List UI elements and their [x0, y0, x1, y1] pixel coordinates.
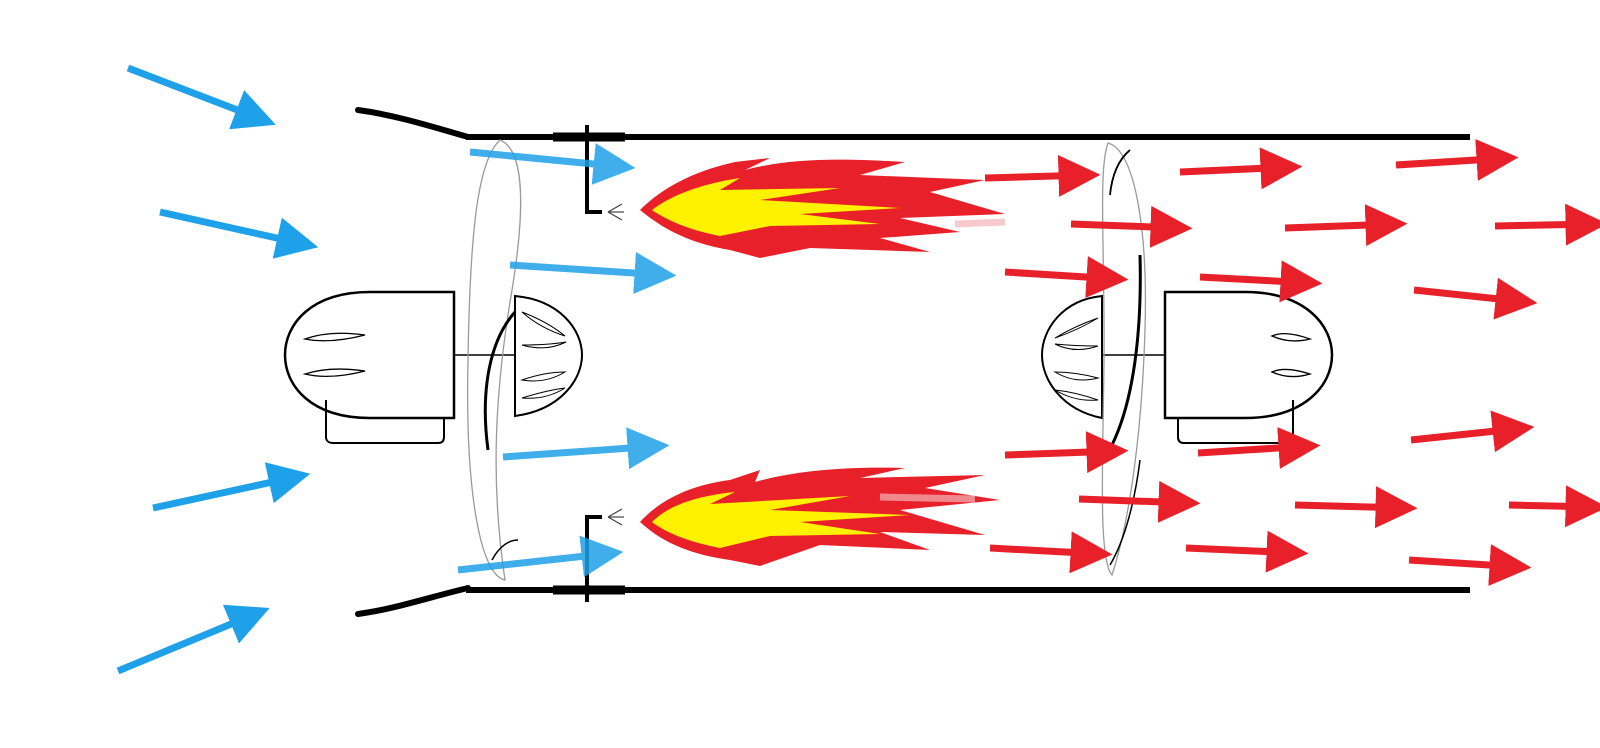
intake-arrow — [152, 462, 311, 512]
inlet-fan-outline-icon — [466, 139, 522, 581]
inlet-fan-blade-edge — [483, 311, 517, 451]
exhaust-arrow-faded — [954, 218, 1006, 228]
spray-top-icon — [607, 203, 624, 221]
exhaust-arrow — [1070, 205, 1193, 248]
exhaust-arrow — [1408, 544, 1532, 586]
front-spinner — [514, 294, 584, 418]
duct-wall-group — [466, 125, 1470, 602]
exhaust-arrow — [1508, 485, 1600, 528]
exhaust-arrow — [1197, 427, 1321, 469]
exhaust-arrow — [1078, 480, 1201, 523]
rear-pod-body — [1163, 290, 1334, 420]
intake-arrow — [509, 252, 677, 294]
combustion-flames — [640, 158, 1005, 566]
intake-arrow — [116, 604, 270, 675]
exhaust-arrow-faded — [879, 493, 976, 503]
exhaust-arrow — [1294, 486, 1418, 529]
exhaust-arrow — [1179, 147, 1303, 190]
exhaust-flow — [879, 139, 1600, 586]
flame-bottom-icon — [640, 467, 1000, 566]
exhaust-fan-blade-upper — [1109, 149, 1131, 196]
inlet-fan — [466, 139, 522, 581]
exhaust-arrow — [1284, 204, 1408, 247]
rear-motor-pod — [1040, 290, 1334, 444]
intake-lip-bottom — [355, 585, 471, 617]
exhaust-fan-blade-lower — [1109, 459, 1141, 566]
flame-top-icon — [640, 158, 1005, 258]
intake-arrow — [469, 143, 636, 185]
fuel-injectors — [585, 148, 624, 578]
exhaust-arrow — [1004, 256, 1129, 299]
exhaust-arrow — [1494, 203, 1600, 246]
intake-airflow — [116, 64, 677, 675]
exhaust-fan-outline-icon — [1101, 142, 1147, 577]
intake-arrow — [126, 64, 276, 130]
exhaust-arrow — [1185, 530, 1309, 573]
front-pod-mount — [325, 400, 445, 444]
front-spinner-vents-icon — [520, 311, 567, 399]
exhaust-arrow — [989, 531, 1113, 574]
front-pod-vent-lower-icon — [302, 368, 366, 378]
intake-lip-top — [355, 107, 471, 140]
exhaust-arrow — [984, 154, 1101, 197]
rear-spinner-vents-icon — [1053, 317, 1100, 401]
exhaust-arrow — [1413, 277, 1538, 320]
inlet-fan-lower-blade — [491, 539, 519, 561]
front-pod-body — [283, 290, 456, 420]
intake-lip-group — [355, 107, 471, 617]
front-motor-pod — [283, 290, 584, 444]
rear-pod-vent-lower-icon — [1270, 368, 1313, 378]
rear-pod-vent-upper-icon — [1270, 332, 1313, 342]
front-pod-vent-upper-icon — [302, 332, 366, 342]
injector-bottom — [585, 515, 602, 578]
intake-arrow — [159, 208, 319, 259]
exhaust-arrow — [1199, 260, 1323, 303]
intake-arrow — [457, 535, 624, 578]
injector-top — [585, 148, 602, 214]
exhaust-arrow — [1004, 431, 1129, 474]
rear-spinner — [1040, 294, 1103, 420]
exhaust-fan-blade-edge — [1110, 254, 1142, 446]
exhaust-arrow — [1395, 139, 1519, 181]
exhaust-fan — [1101, 142, 1147, 577]
exhaust-arrow — [1410, 410, 1535, 453]
spray-bottom-icon — [607, 508, 624, 526]
intake-arrow — [502, 427, 670, 470]
